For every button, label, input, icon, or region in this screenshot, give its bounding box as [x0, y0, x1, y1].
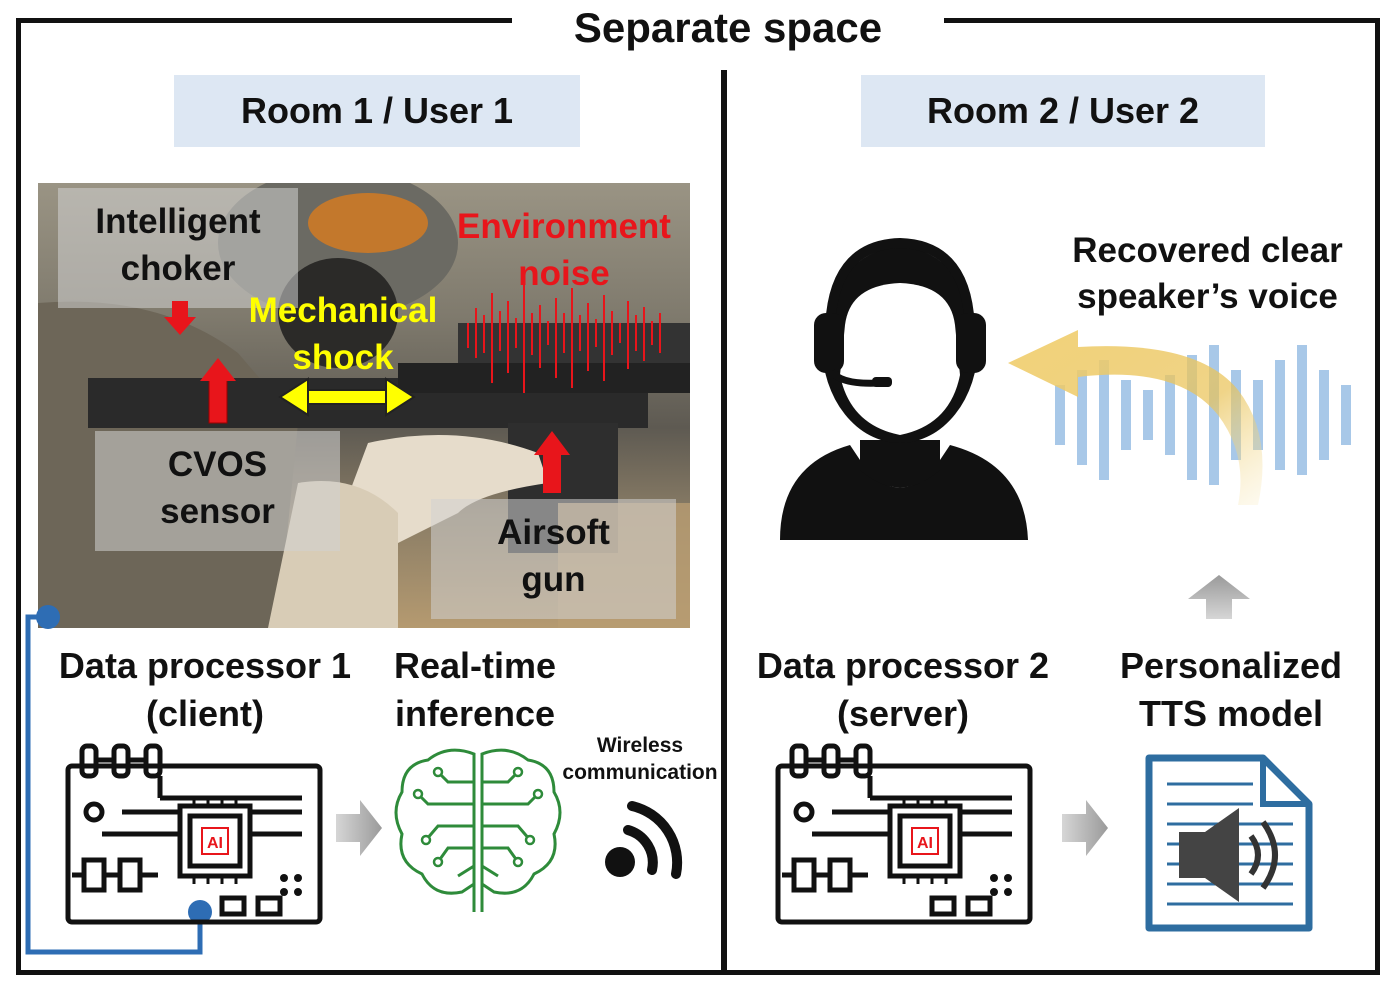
red-arrow-up-icon	[200, 358, 236, 424]
label-airsoft-gun: Airsoft gun	[431, 499, 676, 619]
curved-arrow-icon	[1008, 330, 1263, 505]
tts-model-label: Personalized TTS model	[1119, 645, 1343, 734]
circuit-board-icon: AI	[775, 743, 1033, 925]
arrow-right-icon	[1062, 800, 1108, 856]
photo-arrows	[164, 301, 570, 493]
red-arrow-down-icon	[164, 301, 196, 335]
label-environment-noise: Environment noise	[457, 207, 671, 293]
center-divider	[721, 70, 727, 975]
arrow-up-icon	[1188, 575, 1250, 619]
svg-text:AI: AI	[917, 835, 933, 852]
audio-document-icon	[1145, 754, 1313, 932]
wireless-signal-icon	[605, 801, 683, 879]
circuit-board-icon: AI	[65, 743, 323, 925]
yellow-double-arrow-icon	[278, 377, 416, 417]
page-title: Separate space	[573, 4, 883, 51]
label-intelligent-choker: Intelligent choker	[58, 188, 298, 308]
room2-header: Room 2 / User 2	[861, 75, 1265, 147]
svg-text:AI: AI	[207, 835, 223, 852]
label-cvos-sensor: CVOS sensor	[95, 431, 340, 551]
recovered-voice-label: Recovered clear speaker’s voice	[1072, 231, 1343, 316]
brain-icon	[394, 748, 562, 912]
headset-user-icon	[780, 237, 1028, 540]
red-arrow-up-icon	[534, 431, 570, 493]
arrow-right-icon	[336, 800, 382, 856]
realtime-inference-label: Real-time inference	[393, 645, 557, 734]
label-mechanical-shock: Mechanical shock	[248, 291, 438, 377]
room1-header: Room 1 / User 1	[174, 75, 580, 147]
data-processor-2-label: Data processor 2 (server)	[756, 645, 1050, 734]
data-processor-1-label: Data processor 1 (client)	[58, 645, 352, 734]
airsoft-photo: Intelligent choker Environment noise Mec…	[38, 183, 690, 628]
wireless-communication-label: Wireless communication	[562, 734, 718, 784]
